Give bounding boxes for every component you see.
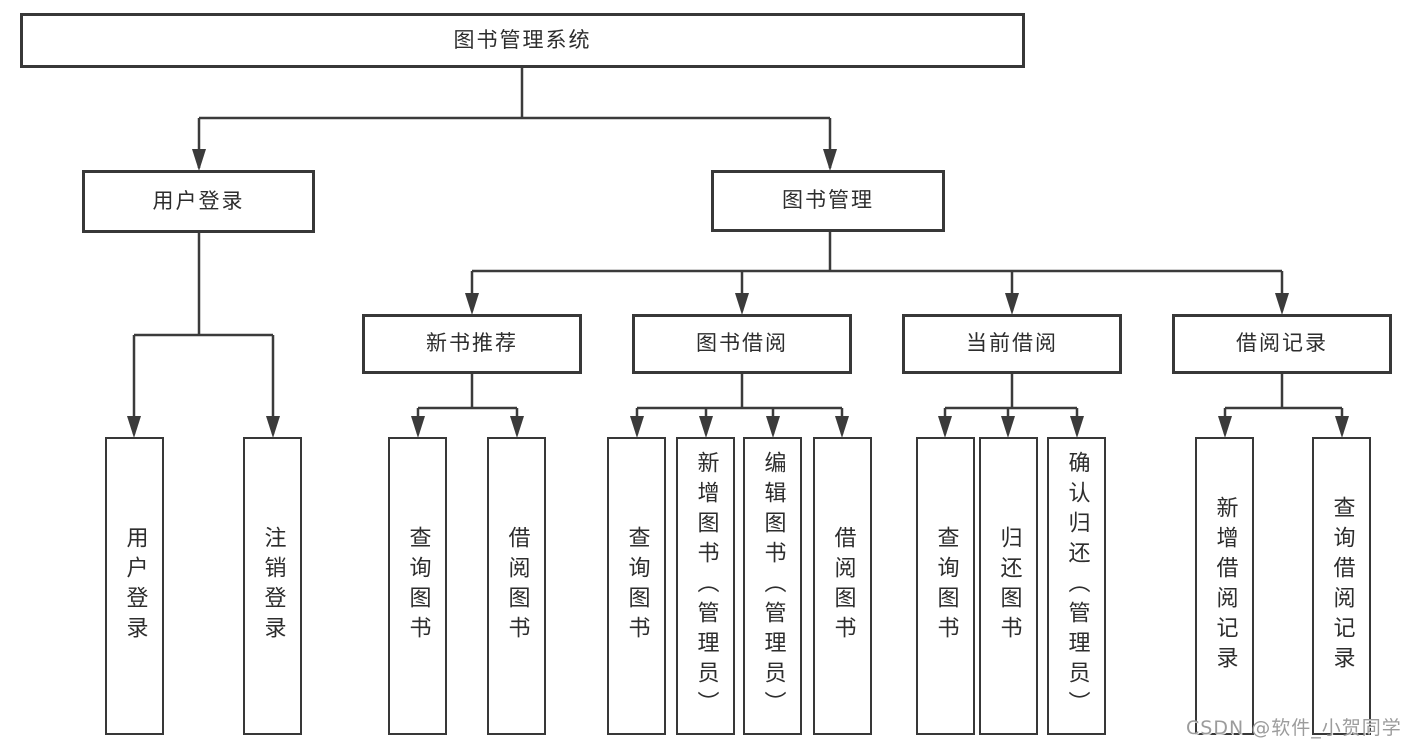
node-library-system: 图书管理系统 <box>20 13 1025 68</box>
node-borrow-record: 借阅记录 <box>1172 314 1392 374</box>
node-book-borrow: 图书借阅 <box>632 314 852 374</box>
arrowheads <box>127 149 1349 438</box>
node-user-login: 用户登录 <box>82 170 315 233</box>
node-current-borrow: 当前借阅 <box>902 314 1122 374</box>
csdn-watermark: CSDN @软件_小贺同学 <box>1186 717 1402 739</box>
leaf-edit-book-admin: 编辑图书（管理员） <box>743 437 802 735</box>
node-book-management: 图书管理 <box>711 170 945 232</box>
leaf-query-borrow-record: 查询借阅记录 <box>1312 437 1371 735</box>
leaf-return-book: 归还图书 <box>979 437 1038 735</box>
leaf-add-borrow-record: 新增借阅记录 <box>1195 437 1254 735</box>
node-new-book-recommend: 新书推荐 <box>362 314 582 374</box>
leaf-borrow-book-recommend: 借阅图书 <box>487 437 546 735</box>
leaf-confirm-return-admin: 确认归还（管理员） <box>1047 437 1106 735</box>
leaf-add-book-admin: 新增图书（管理员） <box>676 437 735 735</box>
leaf-user-login: 用户登录 <box>105 437 164 735</box>
leaf-query-book-recommend: 查询图书 <box>388 437 447 735</box>
leaf-logout: 注销登录 <box>243 437 302 735</box>
leaf-borrow-book: 借阅图书 <box>813 437 872 735</box>
leaf-query-book-borrow: 查询图书 <box>607 437 666 735</box>
leaf-query-book-current: 查询图书 <box>916 437 975 735</box>
